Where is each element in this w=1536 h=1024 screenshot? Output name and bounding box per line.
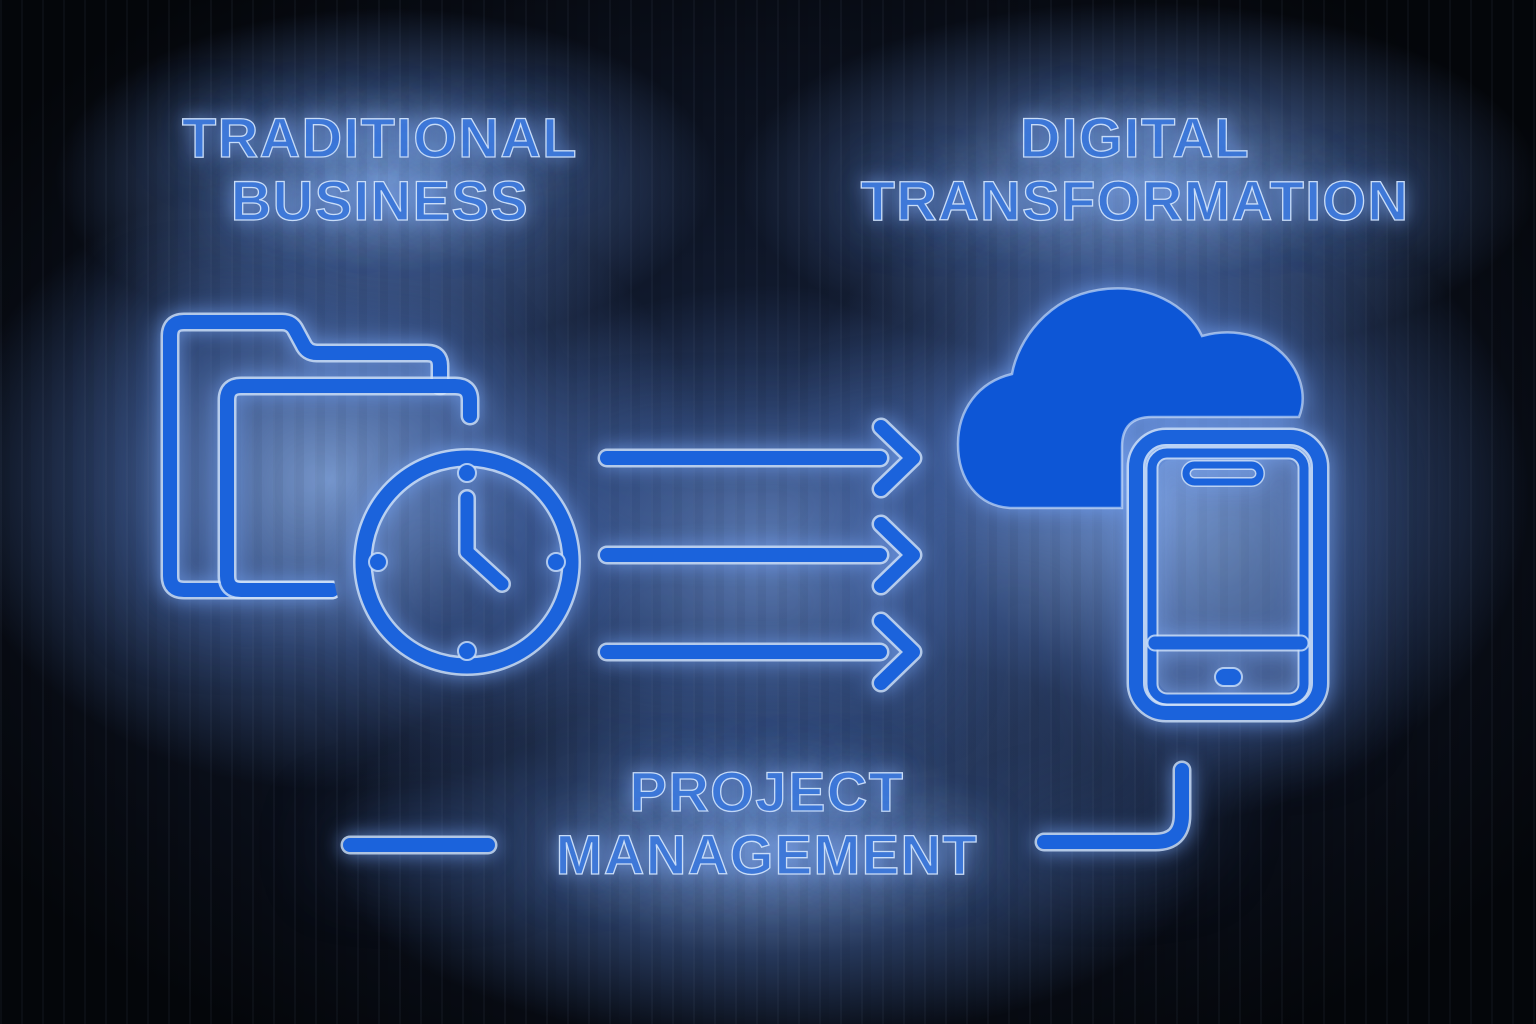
folder-icon — [170, 322, 470, 590]
label-project-management-line1: PROJECT — [629, 759, 905, 823]
phone-screen — [1159, 460, 1297, 692]
smartphone-icon — [1136, 437, 1320, 713]
label-digital-transformation-line1: DIGITAL — [1019, 105, 1251, 169]
phone-home-button-icon — [1214, 667, 1243, 687]
label-project-management: PROJECT MANAGEMENT — [555, 759, 979, 886]
clock-icon — [363, 458, 571, 666]
clock-tick-6 — [457, 641, 477, 661]
arrows-group — [607, 427, 913, 683]
clock-tick-9 — [368, 552, 388, 572]
arrow-right-icon — [607, 427, 913, 489]
label-project-management-line2: MANAGEMENT — [555, 822, 979, 886]
connector-elbow-line — [1044, 770, 1182, 842]
clock-tick-3 — [546, 552, 566, 572]
clock-tick-12 — [457, 463, 477, 483]
label-digital-transformation-line2: TRANSFORMATION — [860, 168, 1410, 232]
label-traditional-business-line1: TRADITIONAL — [181, 105, 579, 169]
arrow-right-icon — [607, 524, 913, 586]
label-traditional-business-line2: BUSINESS — [230, 168, 530, 232]
label-traditional-business: TRADITIONAL BUSINESS — [181, 105, 579, 232]
label-digital-transformation: DIGITAL TRANSFORMATION — [860, 105, 1410, 232]
arrow-right-icon — [607, 621, 913, 683]
